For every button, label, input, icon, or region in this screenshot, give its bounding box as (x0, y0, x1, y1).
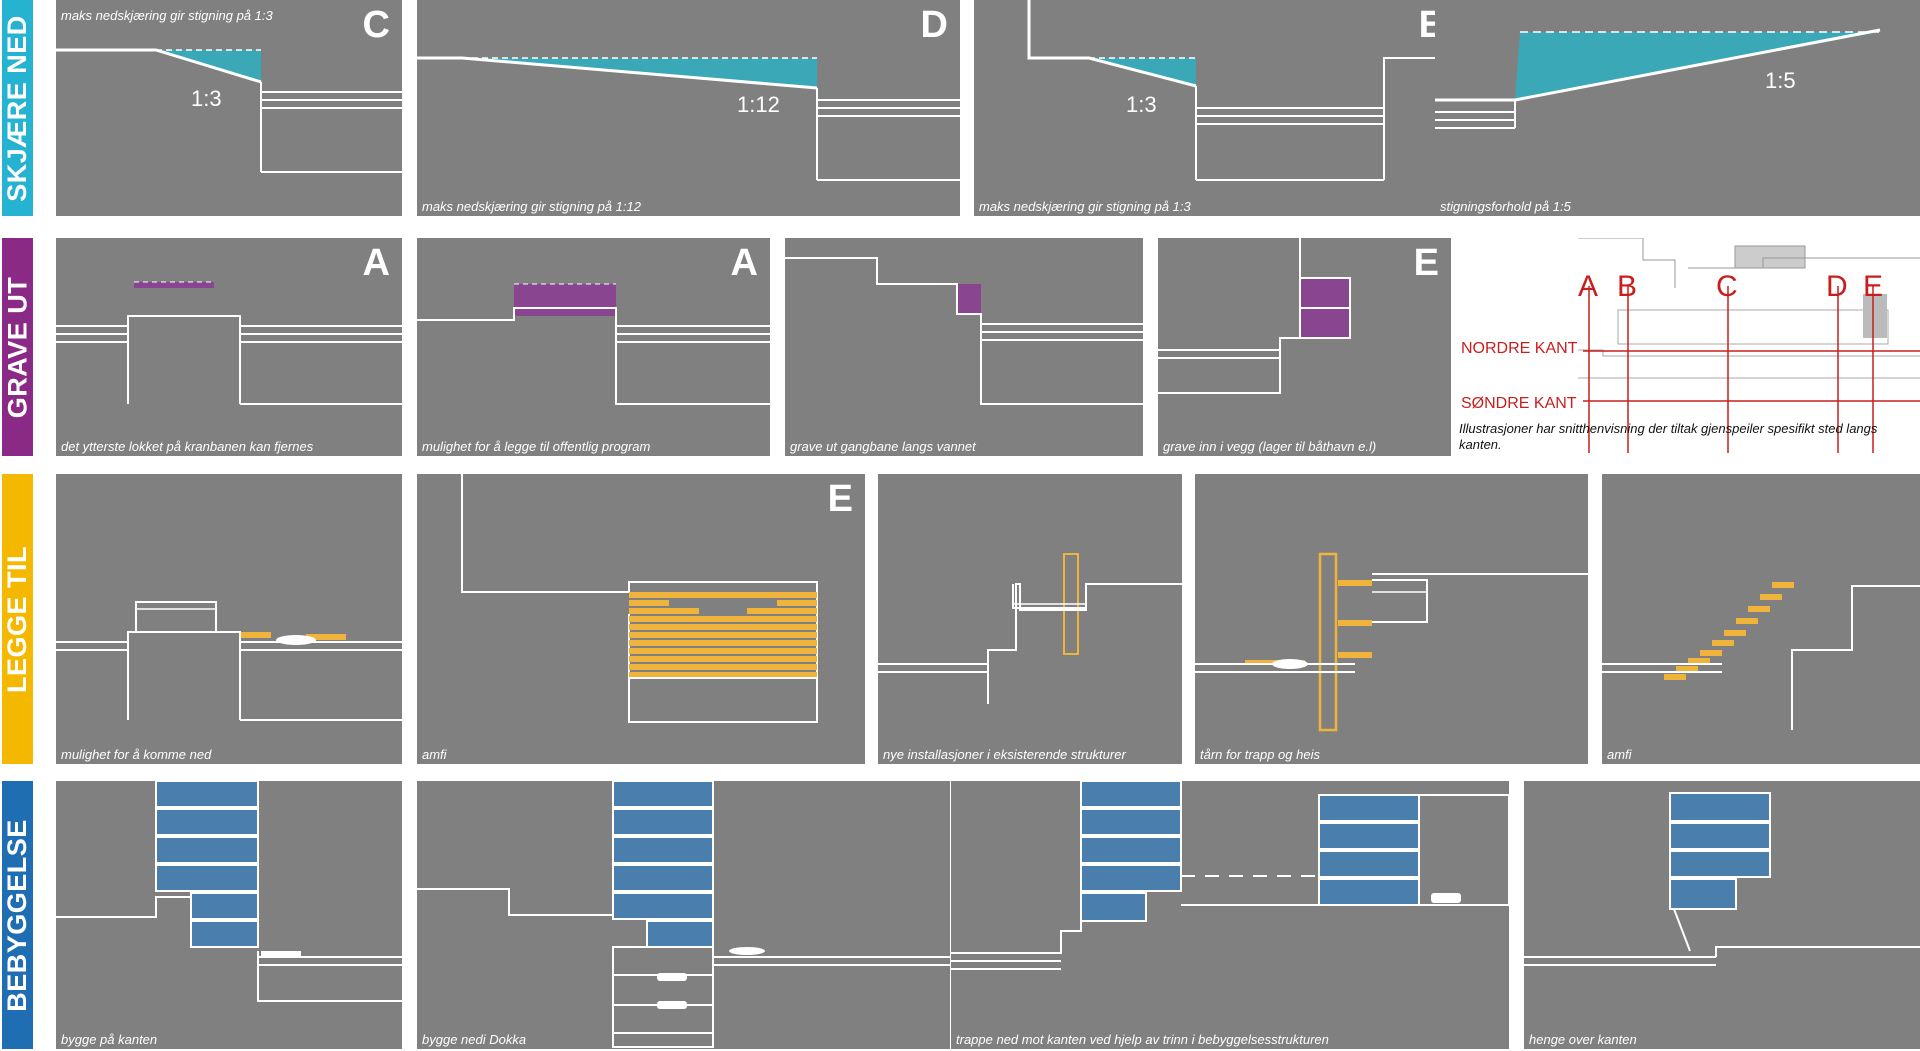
section-letter: A (362, 242, 390, 284)
panel-caption: henge over kanten (1529, 1032, 1637, 1047)
section-drawing (1435, 28, 1881, 129)
panel-add-amfi-stairs: amfi (1602, 474, 1920, 764)
panel-add-amfi-e: E amfi (417, 474, 865, 764)
panel-caption: grave ut gangbane langs vannet (790, 439, 976, 454)
section-drawing (785, 257, 1143, 405)
plan-drawing (1578, 238, 1920, 453)
section-drawing (56, 601, 402, 721)
section-letter: A (730, 242, 758, 284)
panel-build-edge: bygge på kanten (56, 781, 402, 1049)
panel-caption: grave inn i vegg (lager til båthavn e.l) (1163, 439, 1377, 454)
panel-caption: det ytterste lokket på kranbanen kan fje… (61, 439, 314, 454)
plan-section-a: A (1578, 270, 1599, 303)
plan-section-b: B (1617, 270, 1638, 303)
category-band-grave-ut: GRAVE UT (2, 238, 33, 456)
panel-add-tower: tårn for trapp og heis (1195, 474, 1588, 764)
panel-cut-e: E 1:3 maks nedskjæring gir stigning på 1… (974, 0, 1456, 216)
slope-ratio: 1:3 (1126, 92, 1157, 117)
section-letter: E (1413, 242, 1439, 284)
panel-caption: amfi (1607, 747, 1632, 762)
panel-excavate-a1: A det ytterste lokket på kranbanen kan f… (56, 238, 402, 456)
section-drawing (56, 781, 402, 1002)
section-letter: D (920, 4, 948, 46)
plan-note: Illustrasjoner har snitthenvisning der t… (1459, 421, 1878, 452)
section-drawing (1195, 552, 1588, 732)
section-drawing (878, 553, 1182, 704)
plan-section-d: D (1826, 270, 1848, 303)
section-letter: C (362, 4, 390, 46)
plan-label-sondre-kant: SØNDRE KANT (1461, 395, 1577, 412)
panel-caption: tårn for trapp og heis (1200, 747, 1320, 762)
panel-caption: nye installasjoner i eksisterende strukt… (883, 747, 1126, 762)
panel-caption: bygge på kanten (61, 1032, 158, 1047)
slope-ratio: 1:12 (737, 92, 780, 117)
panel-add-installations: nye installasjoner i eksisterende strukt… (878, 474, 1182, 764)
panel-cut-slope: 1:5 stigningsforhold på 1:5 (1435, 0, 1920, 216)
section-letter: E (827, 478, 853, 520)
plan-section-e: E (1863, 270, 1884, 303)
section-drawing (461, 474, 818, 723)
category-label-legge-til: LEGGE TIL (2, 545, 33, 693)
section-drawing (417, 56, 960, 181)
slope-ratio: 1:3 (191, 86, 222, 111)
plan-section-c: C (1716, 270, 1738, 303)
category-label-grave-ut: GRAVE UT (2, 276, 33, 418)
section-drawing (56, 48, 402, 173)
panel-excavate-walkway: grave ut gangbane langs vannet (785, 238, 1143, 456)
section-drawing (951, 781, 1509, 970)
category-band-skjaere-ned: SKJÆRE NED (2, 0, 33, 216)
category-band-legge-til: LEGGE TIL (2, 474, 33, 764)
panel-cut-c: C 1:3 maks nedskjæring gir stigning på 1… (56, 0, 402, 216)
section-drawing (1027, 0, 1456, 181)
category-band-bebyggelse: BEBYGGELSE (2, 781, 33, 1049)
panel-caption: bygge nedi Dokka (422, 1032, 527, 1047)
slope-ratio: 1:5 (1765, 68, 1796, 93)
panel-caption: trappe ned mot kanten ved hjelp av trinn… (956, 1032, 1329, 1047)
section-drawing (1524, 792, 1920, 966)
panel-caption: maks nedskjæring gir stigning på 1:3 (979, 199, 1191, 214)
section-drawing (56, 281, 402, 405)
key-plan: A B C D E NORDRE KANT SØNDRE KANT Illust… (1453, 238, 1920, 460)
panel-caption: amfi (422, 747, 447, 762)
panel-caption: maks nedskjæring gir stigning på 1:3 (61, 8, 273, 23)
panel-caption: stigningsforhold på 1:5 (1440, 199, 1571, 214)
panel-build-dokka: bygge nedi Dokka (417, 781, 950, 1049)
section-drawing (1158, 238, 1351, 394)
category-label-bebyggelse: BEBYGGELSE (2, 818, 33, 1012)
section-drawing (417, 781, 950, 1048)
plan-label-nordre-kant: NORDRE KANT (1461, 340, 1578, 357)
panel-excavate-wall: E grave inn i vegg (lager til båthavn e.… (1158, 238, 1451, 456)
panel-caption: maks nedskjæring gir stigning på 1:12 (422, 199, 641, 214)
panel-excavate-a2: A mulighet for å legge til offentlig pro… (417, 238, 770, 456)
panel-build-terrace: trappe ned mot kanten ved hjelp av trinn… (951, 781, 1509, 1049)
panel-cut-d: D 1:12 maks nedskjæring gir stigning på … (417, 0, 960, 216)
panel-caption: mulighet for å komme ned (61, 747, 212, 762)
panel-add-access: mulighet for å komme ned (56, 474, 402, 764)
section-drawing (1602, 582, 1920, 730)
panel-caption: mulighet for å legge til offentlig progr… (422, 439, 651, 454)
category-label-skjaere-ned: SKJÆRE NED (2, 14, 33, 202)
section-drawing (417, 283, 770, 405)
panel-build-overhang: henge over kanten (1524, 781, 1920, 1049)
